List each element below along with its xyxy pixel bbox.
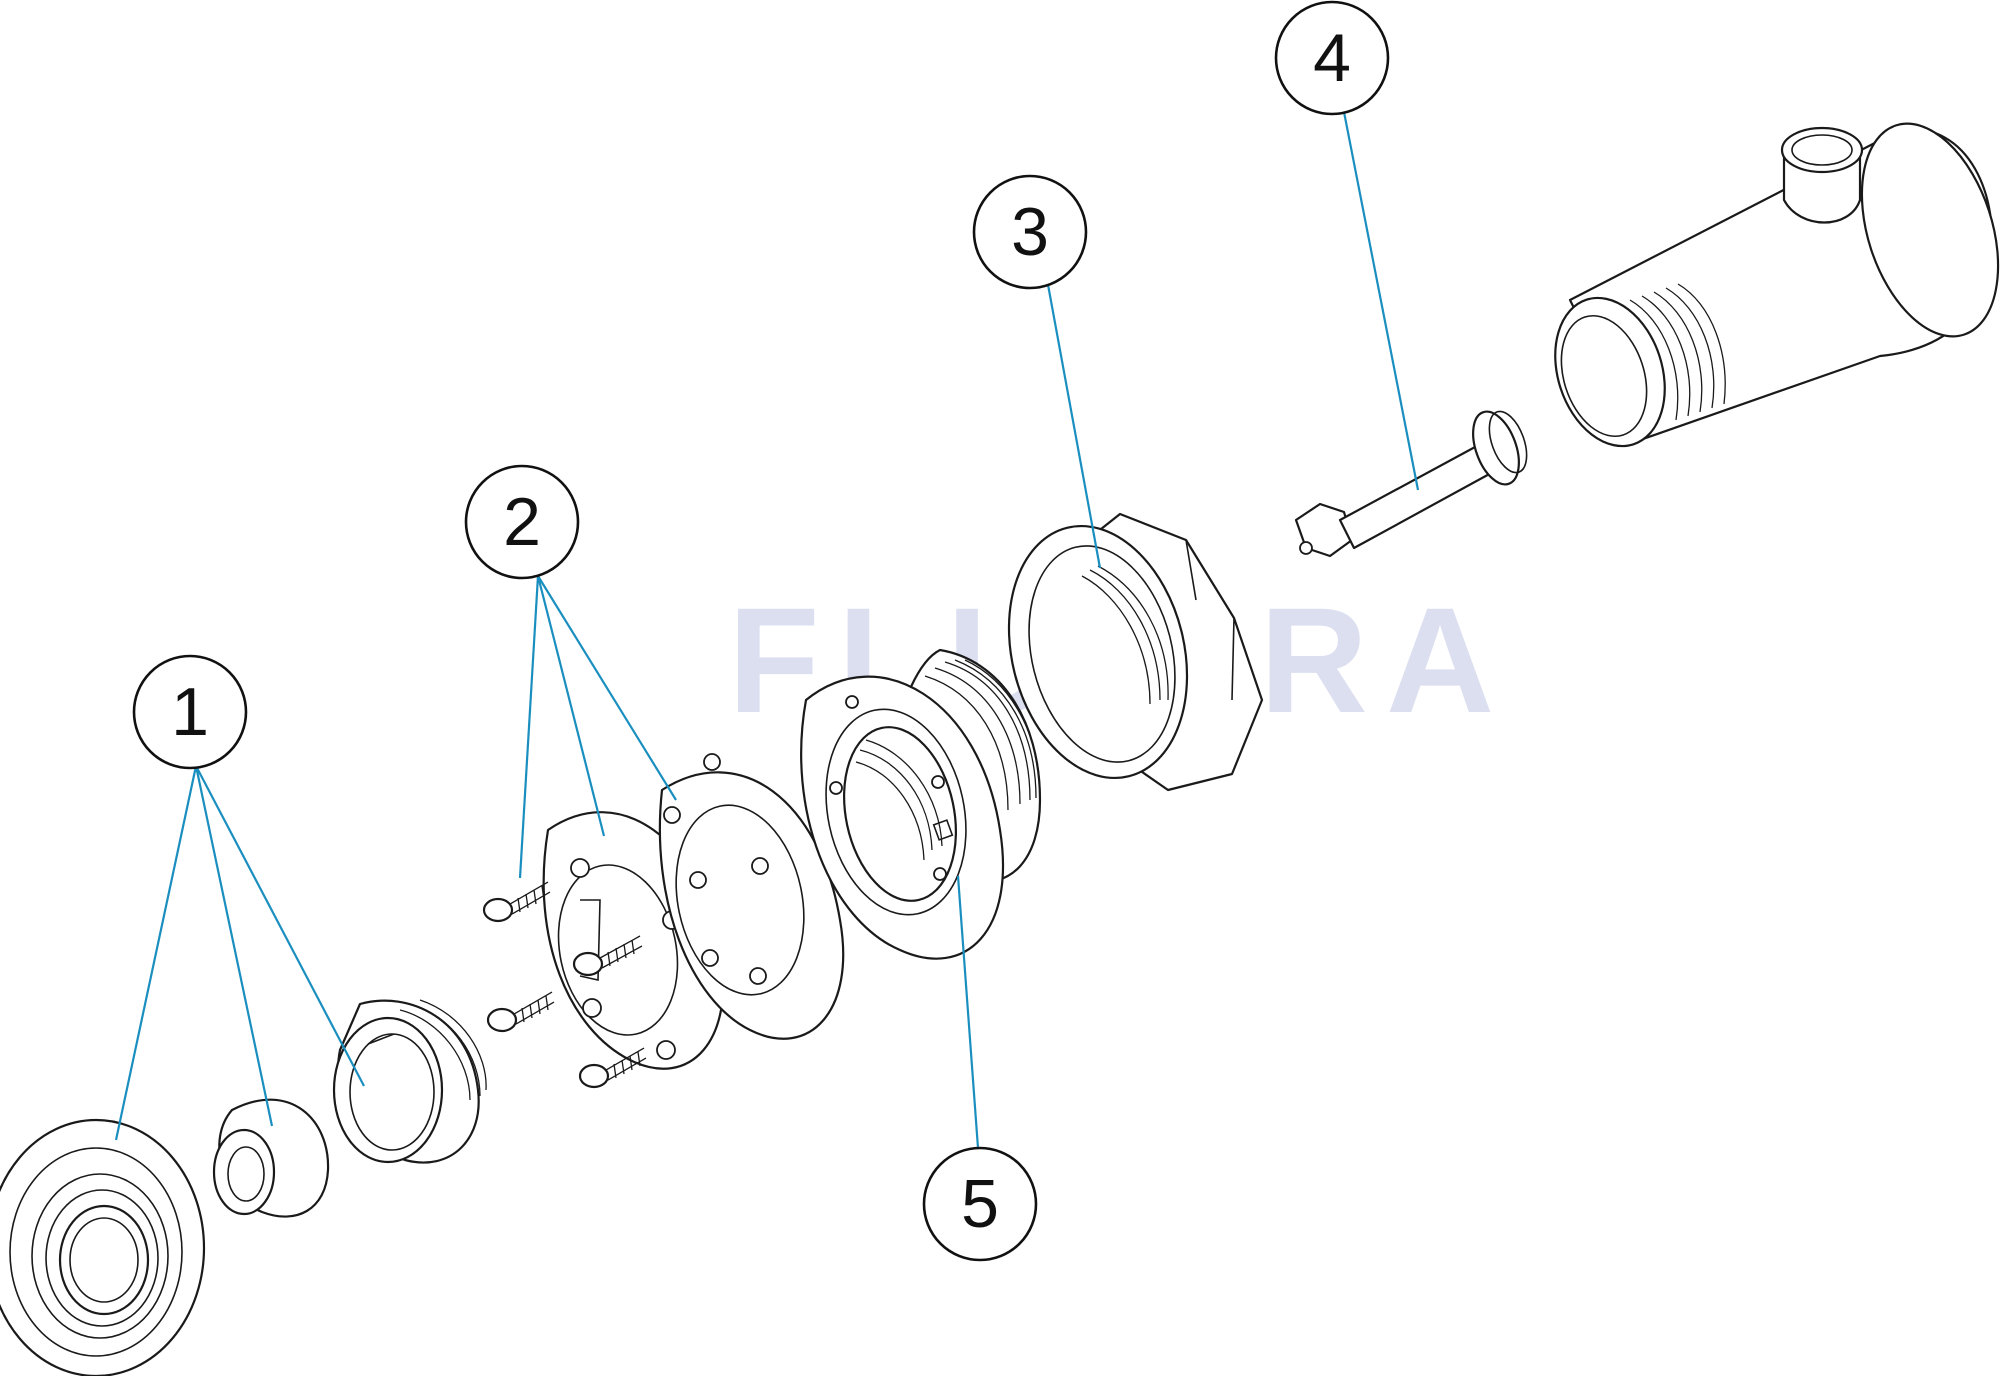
leader-line-5 [956,875,980,1149]
callout-4-label: 4 [1313,20,1351,96]
part-gasket [658,753,845,1040]
part-screw-2 [572,935,643,977]
part-wall-fitting-flange [0,1118,206,1376]
part-pipe-tee [1554,122,2000,448]
leader-lines-1 [114,765,365,1141]
part-screw-1 [482,881,551,923]
callout-1-label: 1 [171,674,209,750]
callout-5: 5 [922,1146,1038,1262]
part-threaded-body [800,648,1042,960]
part-hex-nut [1007,512,1264,792]
callout-3: 3 [972,174,1088,290]
callout-4: 4 [1274,0,1390,116]
callout-2: 2 [464,464,580,580]
part-screw-3 [486,991,555,1033]
leader-line-3 [1040,251,1102,569]
callout-5-label: 5 [961,1166,999,1242]
part-eyeball [212,1098,330,1218]
leader-line-4 [1342,111,1420,491]
callout-2-label: 2 [503,484,541,560]
callout-3-label: 3 [1011,194,1049,270]
part-screw-4 [578,1047,647,1089]
callout-1: 1 [132,654,248,770]
part-injector-rod [1294,410,1528,558]
leader-lines-2 [518,575,677,879]
part-retainer-ring [332,999,487,1164]
